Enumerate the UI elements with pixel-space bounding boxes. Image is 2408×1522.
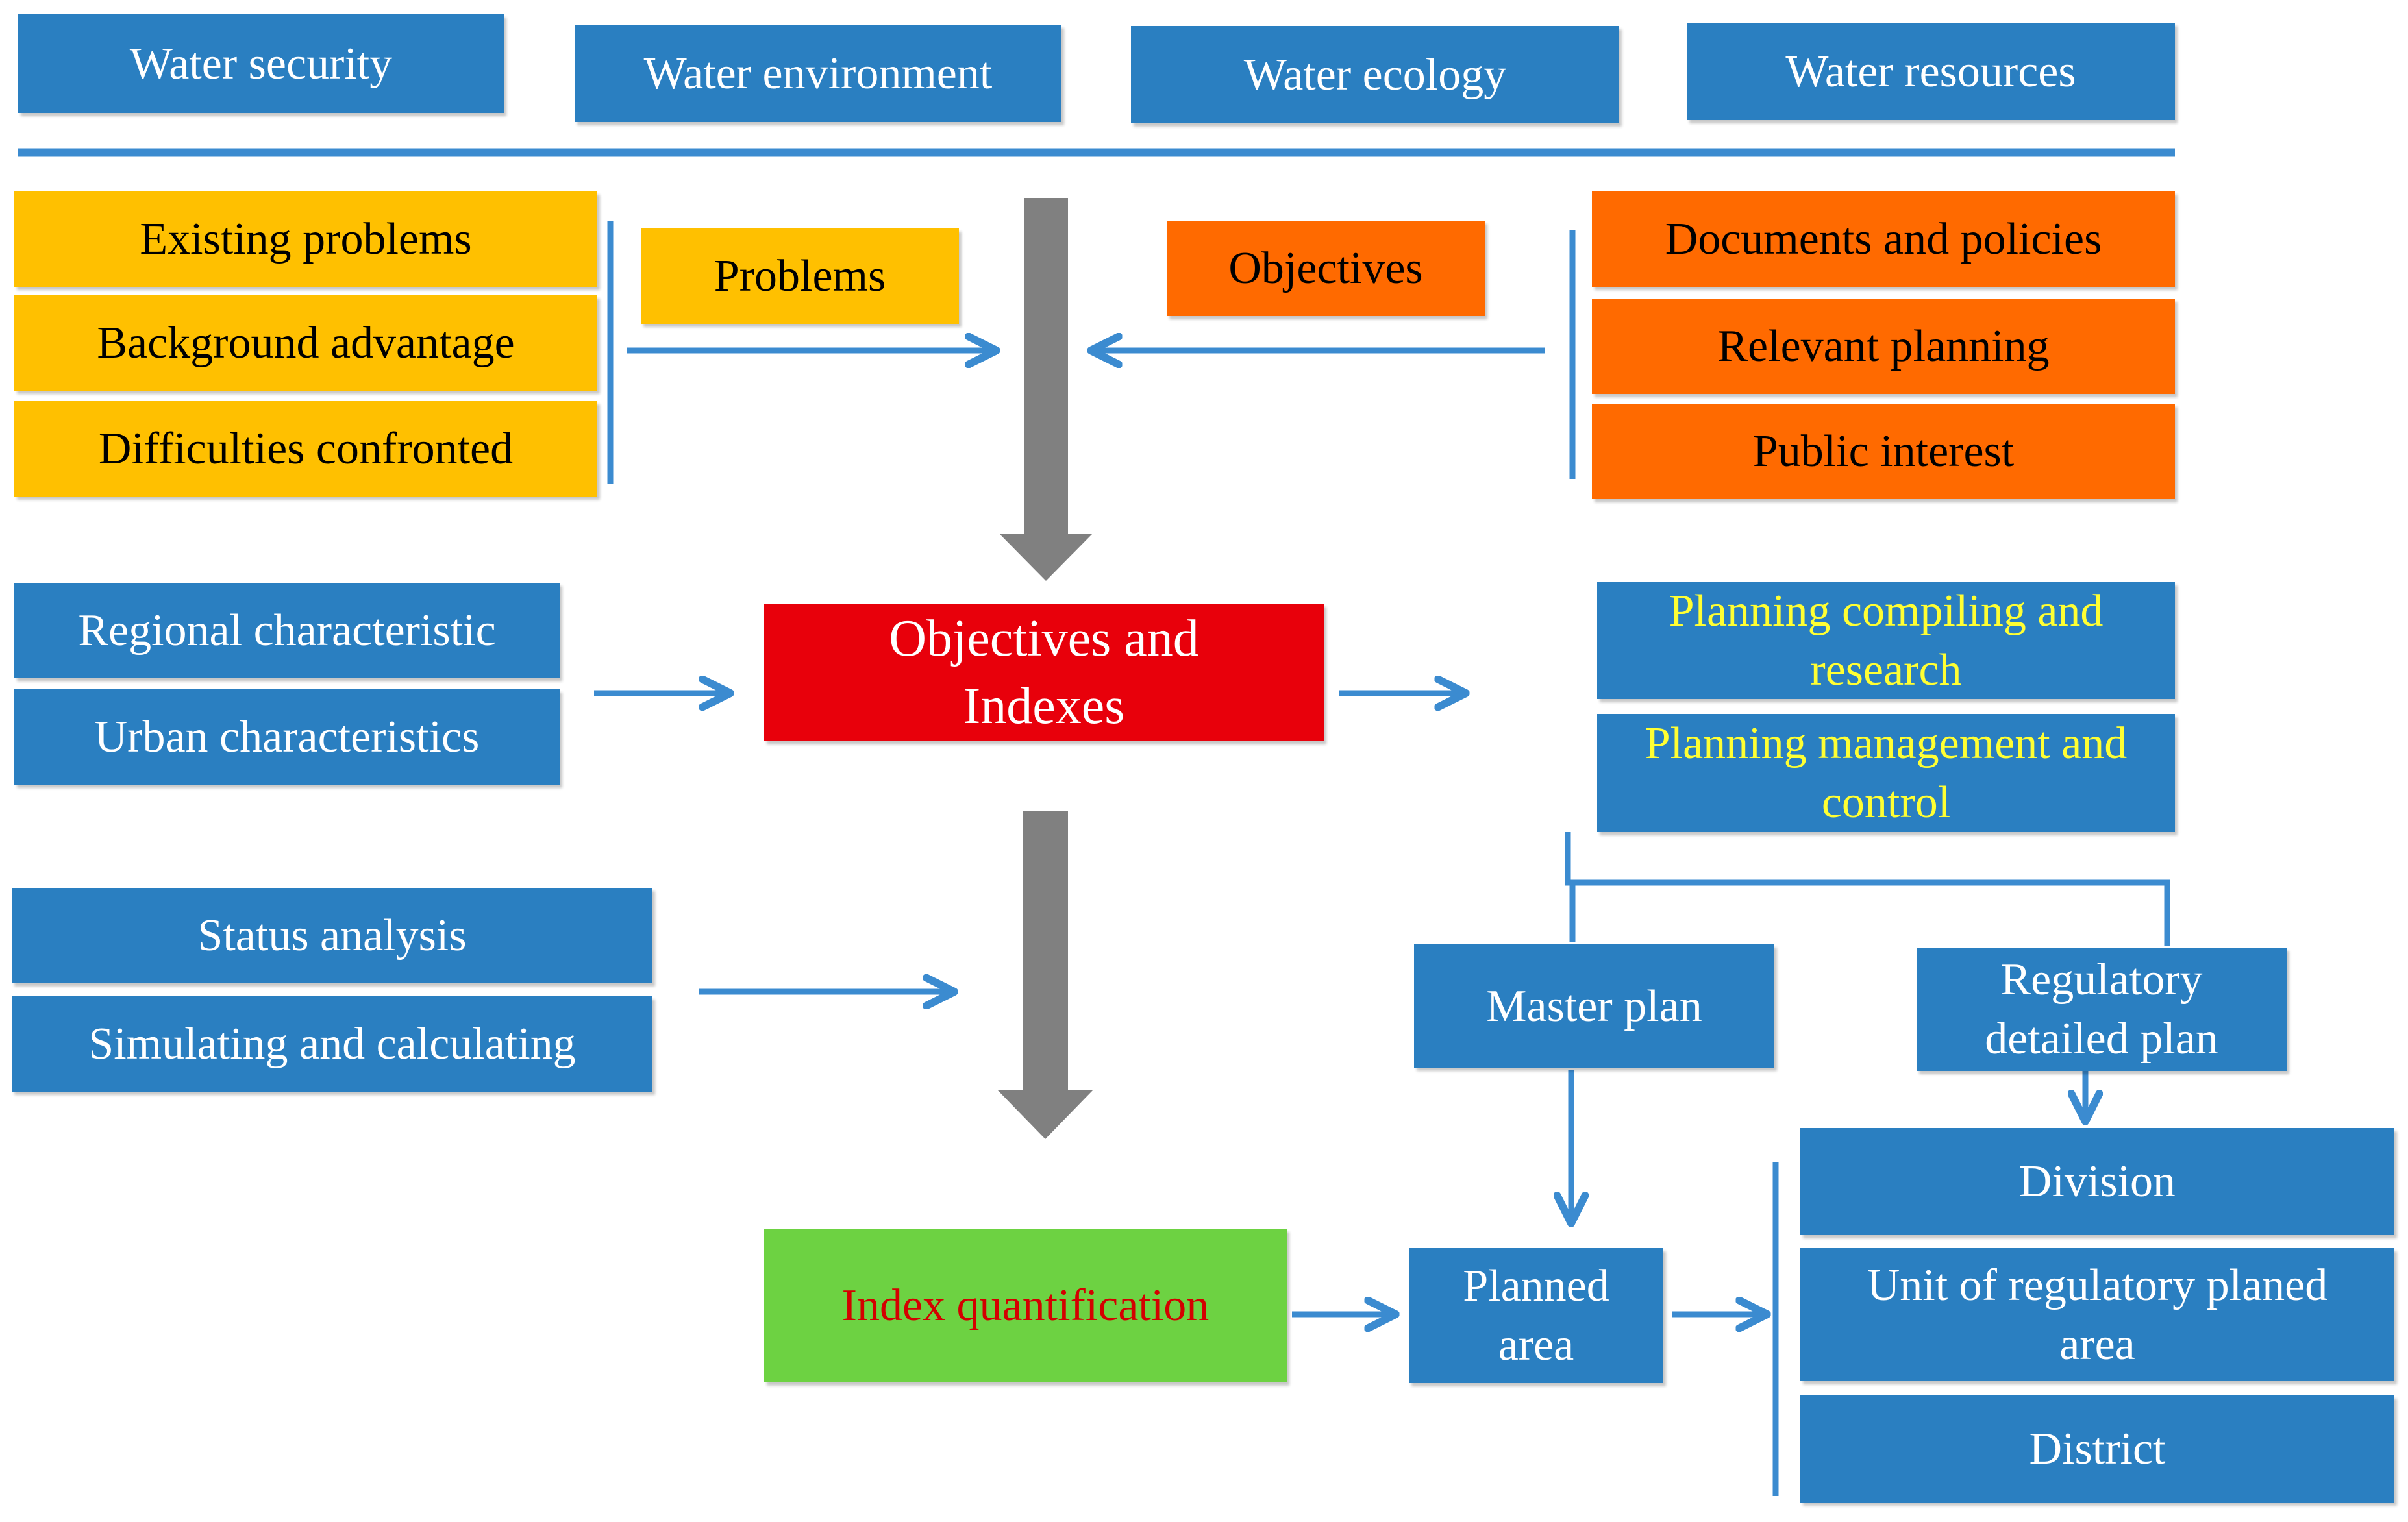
background-advantage-label: Background advantage	[97, 318, 515, 368]
status-analysis-box: Status analysis	[12, 888, 652, 983]
planning-management-and-control-label: Planning management and control	[1645, 718, 2128, 828]
planning-compiling-and-research-box: Planning compiling and research	[1597, 582, 2175, 699]
water-environment-box: Water environment	[575, 25, 1061, 122]
difficulties-confronted-label: Difficulties confronted	[98, 424, 514, 474]
planned-area-box: Planned area	[1409, 1248, 1663, 1383]
water-resources-label: Water resources	[1785, 46, 2076, 97]
regulatory-detailed-plan-box: Regulatory detailed plan	[1917, 948, 2287, 1071]
water-ecology-label: Water ecology	[1243, 49, 1507, 100]
objectives-label: Objectives	[1228, 243, 1423, 293]
planning-compiling-and-research-label: Planning compiling and research	[1669, 586, 2104, 695]
relevant-planning-label: Relevant planning	[1717, 321, 2050, 371]
unit-of-regulatory-planed-area-box: Unit of regulatory planed area	[1800, 1248, 2394, 1381]
regional-characteristic-label: Regional characteristic	[78, 606, 496, 656]
regulatory-detailed-plan-label: Regulatory detailed plan	[1985, 955, 2218, 1064]
background-advantage-box: Background advantage	[14, 295, 597, 391]
objectives-box: Objectives	[1167, 221, 1485, 316]
documents-and-policies-label: Documents and policies	[1665, 214, 2102, 264]
master-plan-label: Master plan	[1486, 981, 1702, 1031]
public-interest-label: Public interest	[1752, 426, 2015, 476]
difficulties-confronted-box: Difficulties confronted	[14, 401, 597, 497]
water-ecology-box: Water ecology	[1131, 26, 1619, 123]
regional-characteristic-box: Regional characteristic	[14, 583, 560, 678]
district-label: District	[2029, 1424, 2166, 1474]
water-environment-label: Water environment	[643, 48, 993, 99]
division-box: Division	[1800, 1128, 2394, 1235]
existing-problems-box: Existing problems	[14, 191, 597, 287]
simulating-and-calculating-box: Simulating and calculating	[12, 996, 652, 1092]
status-analysis-label: Status analysis	[197, 911, 467, 961]
planning-management-and-control-box: Planning management and control	[1597, 714, 2175, 832]
index-quantification-label: Index quantification	[841, 1281, 1210, 1331]
water-security-box: Water security	[18, 14, 504, 113]
objectives-and-indexes-label: Objectives and Indexes	[889, 610, 1199, 735]
planned-area-label: Planned area	[1463, 1261, 1609, 1370]
unit-of-regulatory-planed-area-label: Unit of regulatory planed area	[1867, 1260, 2328, 1369]
index-quantification-box: Index quantification	[764, 1229, 1287, 1382]
objectives-and-indexes-box: Objectives and Indexes	[764, 604, 1324, 741]
district-box: District	[1800, 1395, 2394, 1503]
problems-box: Problems	[641, 228, 959, 324]
water-resources-box: Water resources	[1687, 23, 2175, 120]
water-security-label: Water security	[129, 38, 393, 89]
urban-characteristics-label: Urban characteristics	[94, 712, 480, 762]
public-interest-box: Public interest	[1592, 404, 2175, 499]
gray-down-arrow-lower	[998, 811, 1093, 1139]
gray-down-arrow-upper	[999, 198, 1093, 581]
plan-branch-crossbar	[1572, 879, 2170, 946]
problems-label: Problems	[714, 251, 886, 301]
existing-problems-label: Existing problems	[140, 214, 472, 264]
master-plan-box: Master plan	[1414, 944, 1774, 1068]
simulating-and-calculating-label: Simulating and calculating	[88, 1019, 576, 1069]
documents-and-policies-box: Documents and policies	[1592, 191, 2175, 287]
division-label: Division	[2018, 1157, 2176, 1207]
urban-characteristics-box: Urban characteristics	[14, 689, 560, 785]
plan-branch-connector	[1565, 832, 1576, 942]
relevant-planning-box: Relevant planning	[1592, 299, 2175, 394]
